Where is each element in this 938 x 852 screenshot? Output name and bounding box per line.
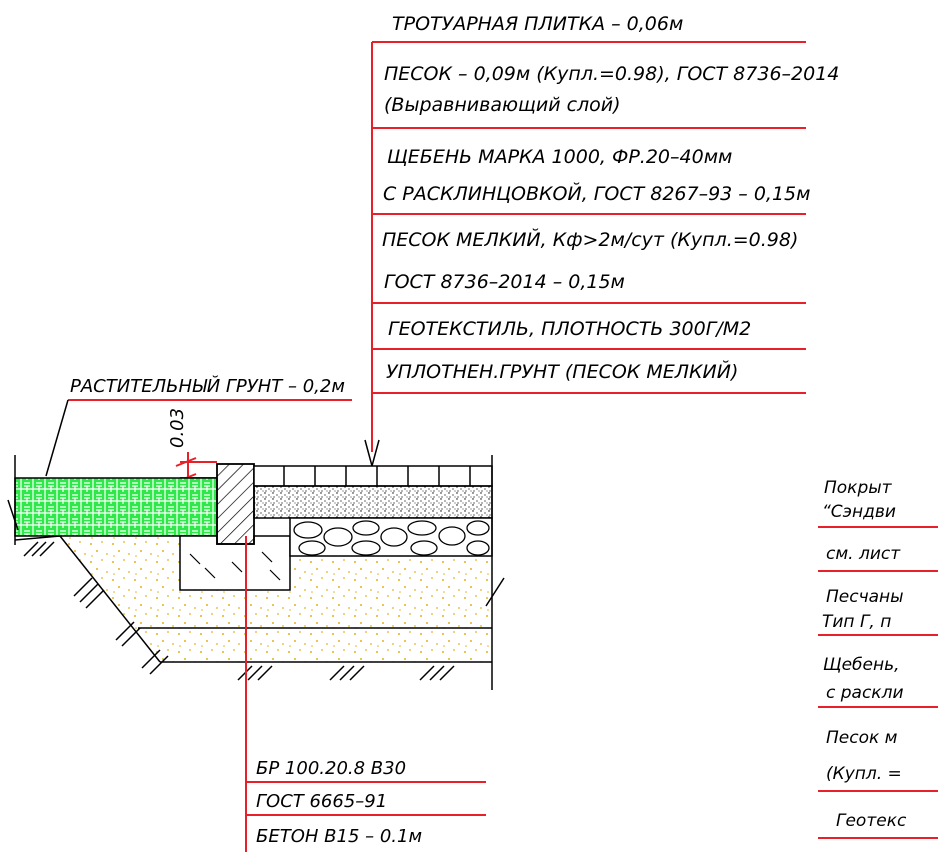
ground-hatch-marks [23,541,505,681]
right-label-line8: Песок м [826,728,898,748]
right-label-line2: “Сэндви [822,502,896,522]
fine-sand-label-line2: ГОСТ 8736–2014 – 0,15м [384,271,625,293]
gravel-label-line2: С РАСКЛИНЦОВКОЙ, ГОСТ 8267–93 – 0,15м [383,182,810,205]
layers-callout: ТРОТУАРНАЯ ПЛИТКА – 0,06м ПЕСОК – 0,09м … [364,13,839,469]
right-label-line3: см. лист [826,544,901,564]
right-label-line10: Геотекс [836,811,907,831]
topsoil-leader [45,399,69,477]
dimension-tick-top [175,457,197,467]
sand-layer [60,536,492,662]
sand-label-line1: ПЕСОК – 0,09м (Купл.=0.98), ГОСТ 8736–20… [384,63,839,85]
fine-sand-label-line1: ПЕСОК МЕЛКИЙ, Кф>2м/сут (Купл.=0.98) [382,228,798,251]
sand-label-line2: (Выравнивающий слой) [384,94,621,116]
levelling-sand-layer [253,485,493,519]
topsoil-layer [14,477,218,537]
compacted-soil-label: УПЛОТНЕН.ГРУНТ (ПЕСОК МЕЛКИЙ) [386,360,738,383]
geotextile-label: ГЕОТЕКСТИЛЬ, ПЛОТНОСТЬ 300Г/М2 [388,318,751,340]
cross-section [7,455,505,690]
dimension-label: 0.03 [167,408,188,448]
tile-label: ТРОТУАРНАЯ ПЛИТКА – 0,06м [392,13,683,35]
curb-callout: БР 100.20.8 В30 ГОСТ 6665–91 БЕТОН В15 –… [245,536,486,852]
slope-line [59,535,161,663]
topsoil-callout: РАСТИТЕЛЬНЫЙ ГРУНТ – 0,2м [45,375,352,477]
curb-stone [216,463,255,545]
paving-tiles [253,465,493,487]
right-label-line1: Покрыт [824,478,893,498]
right-label-line9: (Купл. = [826,764,902,784]
curb-label-line1: БР 100.20.8 В30 [256,758,406,779]
curb-label-line3: БЕТОН В15 – 0.1м [256,826,422,847]
right-label-line7: с раскли [826,683,904,703]
right-label-line4: Песчаны [826,587,904,607]
gravel-label-line1: ЩЕБЕНЬ МАРКА 1000, ФР.20–40мм [387,146,732,168]
left-break-mark [7,499,19,531]
right-label-line6: Щебень, [823,655,900,675]
curb-label-line2: ГОСТ 6665–91 [256,791,387,812]
foundation-dashes [189,551,281,581]
right-label-line5: Тип Г, п [822,612,891,632]
crushed-stone-pebbles [293,520,490,556]
crushed-stone-layer [289,517,493,557]
topsoil-label: РАСТИТЕЛЬНЫЙ ГРУНТ – 0,2м [70,375,345,397]
right-callout: Покрыт “Сэндви см. лист Песчаны Тип Г, п… [818,478,938,839]
